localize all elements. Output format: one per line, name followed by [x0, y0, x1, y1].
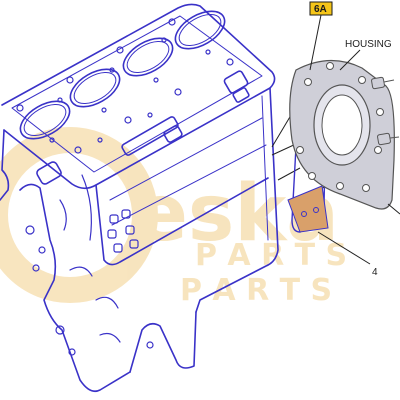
block-boss-5: [232, 87, 250, 103]
block-top-deck: [1, 3, 276, 190]
part-4-label: 4: [372, 267, 378, 278]
housing-bore-inner: [321, 94, 363, 156]
engine-block: [0, 3, 279, 393]
edge-leader: [387, 203, 400, 215]
ref-tag-leader: [309, 14, 322, 71]
watermark-subtext-top: P A R T S: [195, 238, 347, 273]
watermark-subtext-bottom: P A R T S: [180, 273, 332, 308]
housing-leader: [339, 49, 361, 71]
cylinder-bore-4: [174, 10, 226, 50]
part-4-leader: [317, 231, 371, 265]
block-tube: [81, 174, 92, 241]
watermark-ring: [0, 127, 158, 303]
block-boss-3: [163, 125, 183, 143]
housing-bolt-holes: [296, 62, 384, 192]
part-4-callout: 4: [317, 231, 378, 278]
block-lower-left: [0, 129, 131, 393]
housing-bolt-1: [371, 76, 395, 90]
block-end-face-inner: [261, 95, 269, 241]
block-top-deck-inner: [11, 15, 263, 173]
block-boss-4: [223, 70, 249, 94]
gasket-lower-tab: [287, 185, 329, 233]
housing-bolt-2: [377, 132, 400, 146]
head-bolt-holes: [16, 18, 234, 154]
housing-callout: HOUSING: [339, 39, 392, 71]
block-boss-1: [36, 161, 62, 185]
block-end-face: [195, 87, 279, 313]
block-mount-holes: [25, 112, 154, 356]
watermark: eska P A R T S P A R T S: [0, 127, 347, 308]
block-lower-curves: [59, 199, 121, 343]
ref-tag-label[interactable]: 6A: [314, 4, 327, 15]
block-lower-center: [129, 311, 197, 373]
cylinder-bore-2-inner: [73, 72, 117, 104]
block-skirt-line-2: [109, 117, 263, 201]
rear-housing: [289, 59, 395, 210]
cylinder-bore-1-inner: [23, 104, 67, 136]
cylinder-bore-2: [69, 68, 121, 108]
housing-label: HOUSING: [345, 39, 392, 50]
ref-tag[interactable]: 6A: [309, 1, 333, 71]
block-skirt-line-3: [111, 144, 267, 226]
cylinder-bore-4-inner: [178, 14, 222, 46]
cylinder-bore-3-inner: [126, 41, 170, 73]
cylinder-bore-1: [19, 100, 71, 140]
block-skirt-line-1: [95, 177, 269, 266]
block-side-bolts: [107, 209, 139, 253]
block-boss-2: [121, 116, 179, 156]
cylinder-bore-3: [122, 37, 174, 77]
